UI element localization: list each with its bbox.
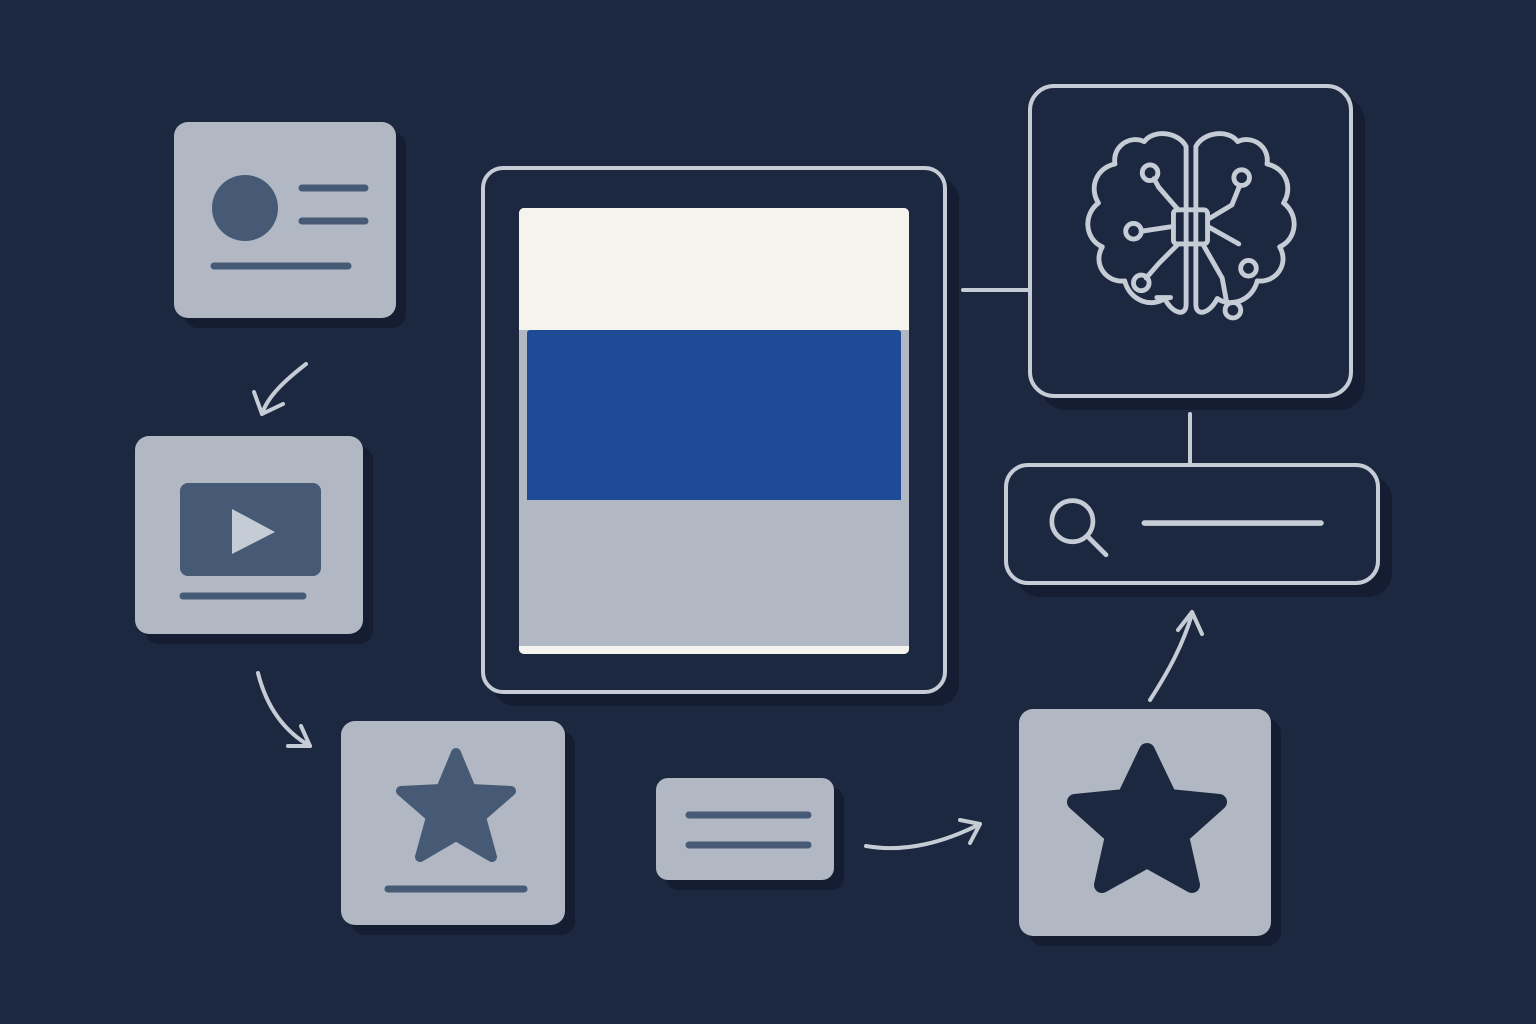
arrow-profile-to-video — [260, 362, 308, 416]
arrowhead-video-to-rating — [286, 724, 312, 748]
arrow-video-to-rating — [256, 671, 312, 748]
feed-frame[interactable] — [481, 166, 947, 694]
arrow-text-to-favorite — [864, 822, 982, 851]
arrowhead-text-to-favorite — [958, 818, 982, 845]
feed-bottom-section — [527, 500, 901, 654]
search-icon — [1049, 498, 1109, 558]
text-card[interactable] — [656, 778, 834, 880]
star-icon — [384, 748, 528, 893]
ai-brain-card[interactable] — [1028, 84, 1353, 398]
play-video-icon — [179, 483, 321, 600]
feed-highlight-section — [527, 330, 901, 500]
text-lines-icon — [685, 811, 812, 849]
arrowhead-profile-to-video — [252, 390, 285, 416]
star-outline-icon — [1067, 743, 1227, 893]
arrowhead-favorite-to-search — [1176, 610, 1204, 636]
feed-top-section — [519, 208, 909, 330]
brain-circuit-icon — [1085, 131, 1297, 321]
arrow-favorite-to-search — [1148, 612, 1194, 702]
video-card[interactable] — [135, 436, 363, 634]
rating-card[interactable] — [341, 721, 565, 925]
profile-card[interactable] — [174, 122, 396, 318]
profile-avatar-icon — [210, 175, 369, 270]
feed-screen — [519, 208, 909, 654]
search-bar[interactable] — [1004, 463, 1380, 585]
favorite-card[interactable] — [1019, 709, 1271, 936]
